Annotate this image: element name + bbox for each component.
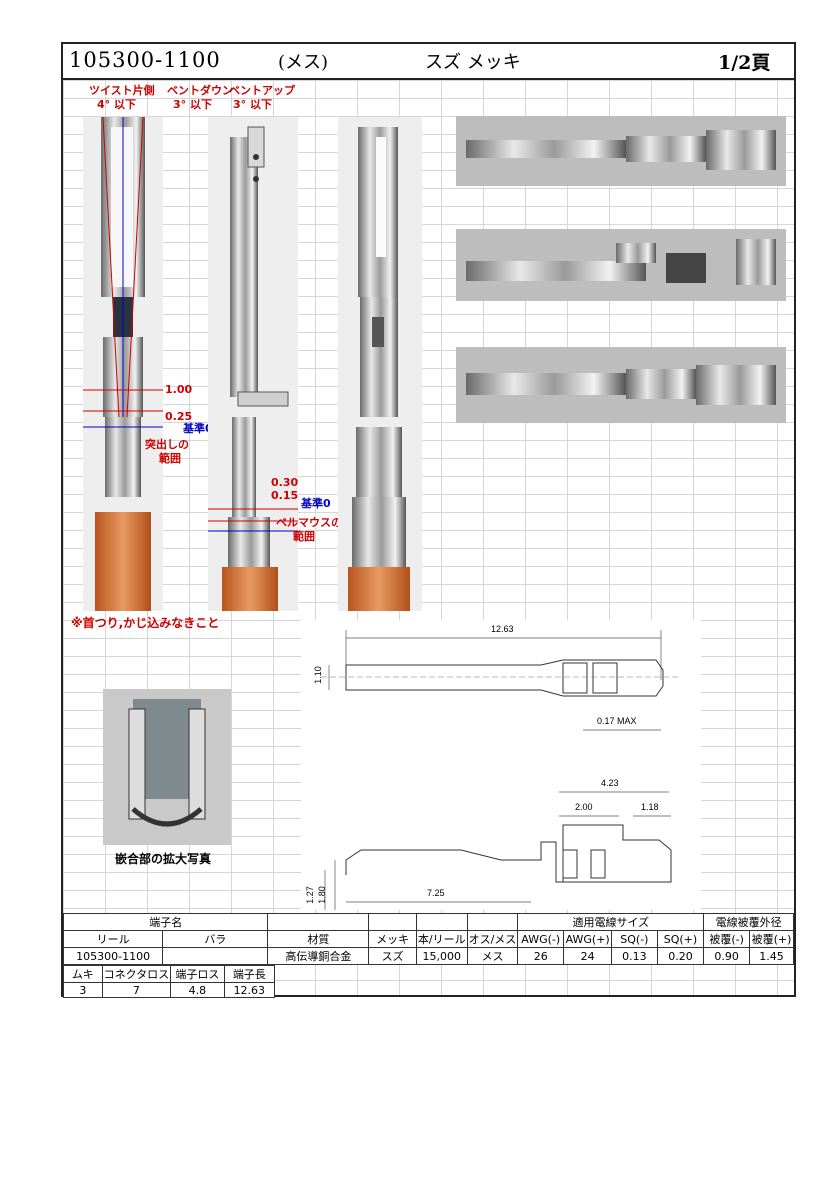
sq-max-value: 0.20	[656, 947, 705, 965]
connector-loss-value: 7	[101, 982, 172, 998]
dim-2-00: 2.00	[575, 802, 593, 812]
photo-horizontal-top	[456, 116, 786, 186]
material-header: 材質	[267, 930, 370, 948]
dim-0-15: 0.15	[271, 489, 299, 502]
protrusion-label: 突出しの	[145, 438, 189, 451]
awg-min-value: 26	[517, 947, 565, 965]
bend-up-limit: 3° 以下	[233, 98, 272, 111]
loose-value	[162, 947, 269, 965]
terminal-loss-header: 端子ロス	[170, 965, 225, 983]
twist-limit: 4° 以下	[97, 98, 136, 111]
bellmouth-label: ベルマウスの	[276, 516, 342, 529]
table-row: 105300-1100 高伝導銅合金 スズ 15,000 メス 26 24 0.…	[62, 947, 795, 965]
dim-7-25: 7.25	[427, 888, 445, 898]
insulation-max-header: 被覆(+)	[748, 930, 795, 948]
dim-0-30: 0.30	[271, 476, 299, 489]
photo-side-view	[208, 117, 298, 611]
dim-1-00: 1.00	[165, 383, 193, 396]
dim-overall-length: 12.63	[491, 624, 514, 634]
awg-min-header: AWG(-)	[517, 930, 565, 948]
strip-header: ムキ	[63, 965, 103, 983]
sheet-header: 105300-1100 (メス) スズ メッキ 1/2頁	[63, 44, 794, 80]
dim-0-25: 0.25	[165, 410, 193, 423]
bellmouth-label-2: 範囲	[293, 530, 315, 543]
bend-down-label: ベントダウン	[167, 84, 233, 97]
dim-width: 1.10	[312, 666, 323, 684]
table-row: 3 7 4.8 12.63	[63, 982, 276, 998]
insulation-max-value: 1.45	[748, 947, 795, 965]
dim-crimp-length: 4.23	[601, 778, 619, 788]
terminal-side-image	[208, 126, 298, 611]
awg-max-header: AWG(+)	[563, 930, 613, 948]
part-number: 105300-1100	[69, 48, 221, 72]
bend-down-limit: 3° 以下	[173, 98, 212, 111]
strip-value: 3	[63, 982, 103, 998]
plating-value: スズ	[368, 947, 417, 965]
sex-value: メス	[466, 947, 519, 965]
terminal-length-header: 端子長	[223, 965, 276, 983]
terminal-horizontal-bottom-image	[466, 365, 776, 405]
plating-header: メッキ	[368, 930, 417, 948]
sex-label: (メス)	[278, 52, 329, 73]
reel-header: リール	[62, 930, 164, 948]
insulation-od-header: 電線被覆外径	[703, 913, 794, 931]
table-row: ムキ コネクタロス 端子ロス 端子長	[63, 965, 276, 983]
wire-size-header: 適用電線サイズ	[517, 913, 705, 931]
spec-table: 端子名 適用電線サイズ 電線被覆外径 リール バラ 材質 メッキ 本/リール オ…	[62, 913, 795, 965]
per-reel-header: 本/リール	[415, 930, 468, 948]
photo-horizontal-bottom	[456, 347, 786, 423]
dim-max-note: 0.17 MAX	[597, 716, 637, 726]
closeup-caption: 嵌合部の拡大写真	[115, 852, 212, 866]
photo-closeup	[103, 689, 231, 845]
insulation-min-header: 被覆(-)	[703, 930, 750, 948]
ref0-b: 基準0	[301, 497, 331, 510]
technical-drawing: 12.63 1.10 0.17 MAX 4.23 2.00 1.18 7.25 …	[301, 620, 701, 910]
loose-header: バラ	[162, 930, 269, 948]
terminal-loss-value: 4.8	[170, 982, 225, 998]
terminal-horizontal-side-image	[466, 239, 776, 285]
plating-label: スズ メッキ	[425, 52, 521, 73]
ref0-a: 基準0	[183, 422, 213, 435]
sq-min-header: SQ(-)	[611, 930, 658, 948]
table-row: 端子名 適用電線サイズ 電線被覆外径	[62, 913, 794, 931]
reel-value: 105300-1100	[62, 947, 164, 965]
note-text: ※首つり,かじ込みなきこと	[71, 616, 220, 630]
terminal-name-header: 端子名	[62, 913, 269, 931]
connector-loss-header: コネクタロス	[101, 965, 172, 983]
dim-1-18: 1.18	[641, 802, 659, 812]
male-female-header: オス/メス	[466, 930, 519, 948]
terminal-length-value: 12.63	[223, 982, 276, 998]
page-number: 1/2頁	[718, 52, 771, 74]
spec-sheet: 105300-1100 (メス) スズ メッキ 1/2頁 ツイスト片側 4° 以…	[61, 42, 796, 998]
terminal-horizontal-top-image	[466, 130, 776, 170]
loss-table: ムキ コネクタロス 端子ロス 端子長 3 7 4.8 12.63	[63, 965, 276, 998]
twist-label: ツイスト片側	[89, 84, 155, 97]
mating-closeup-image	[103, 689, 231, 845]
dim-1-80: 1.80	[316, 886, 327, 904]
insulation-min-value: 0.90	[703, 947, 750, 965]
photo-horizontal-side	[456, 229, 786, 301]
awg-max-value: 24	[563, 947, 613, 965]
material-value: 高伝導銅合金	[267, 947, 370, 965]
dim-1-27: 1.27	[304, 886, 315, 904]
bend-up-label: ベントアップ	[229, 84, 295, 97]
sq-max-header: SQ(+)	[656, 930, 705, 948]
terminal-twist-image	[83, 117, 163, 611]
sq-min-value: 0.13	[611, 947, 658, 965]
table-row: リール バラ 材質 メッキ 本/リール オス/メス AWG(-) AWG(+) …	[62, 930, 795, 948]
photo-top-view	[338, 117, 422, 611]
terminal-top-image	[348, 127, 410, 611]
protrusion-label-2: 範囲	[159, 452, 181, 465]
per-reel-value: 15,000	[415, 947, 468, 965]
photo-twist-view	[83, 117, 163, 611]
